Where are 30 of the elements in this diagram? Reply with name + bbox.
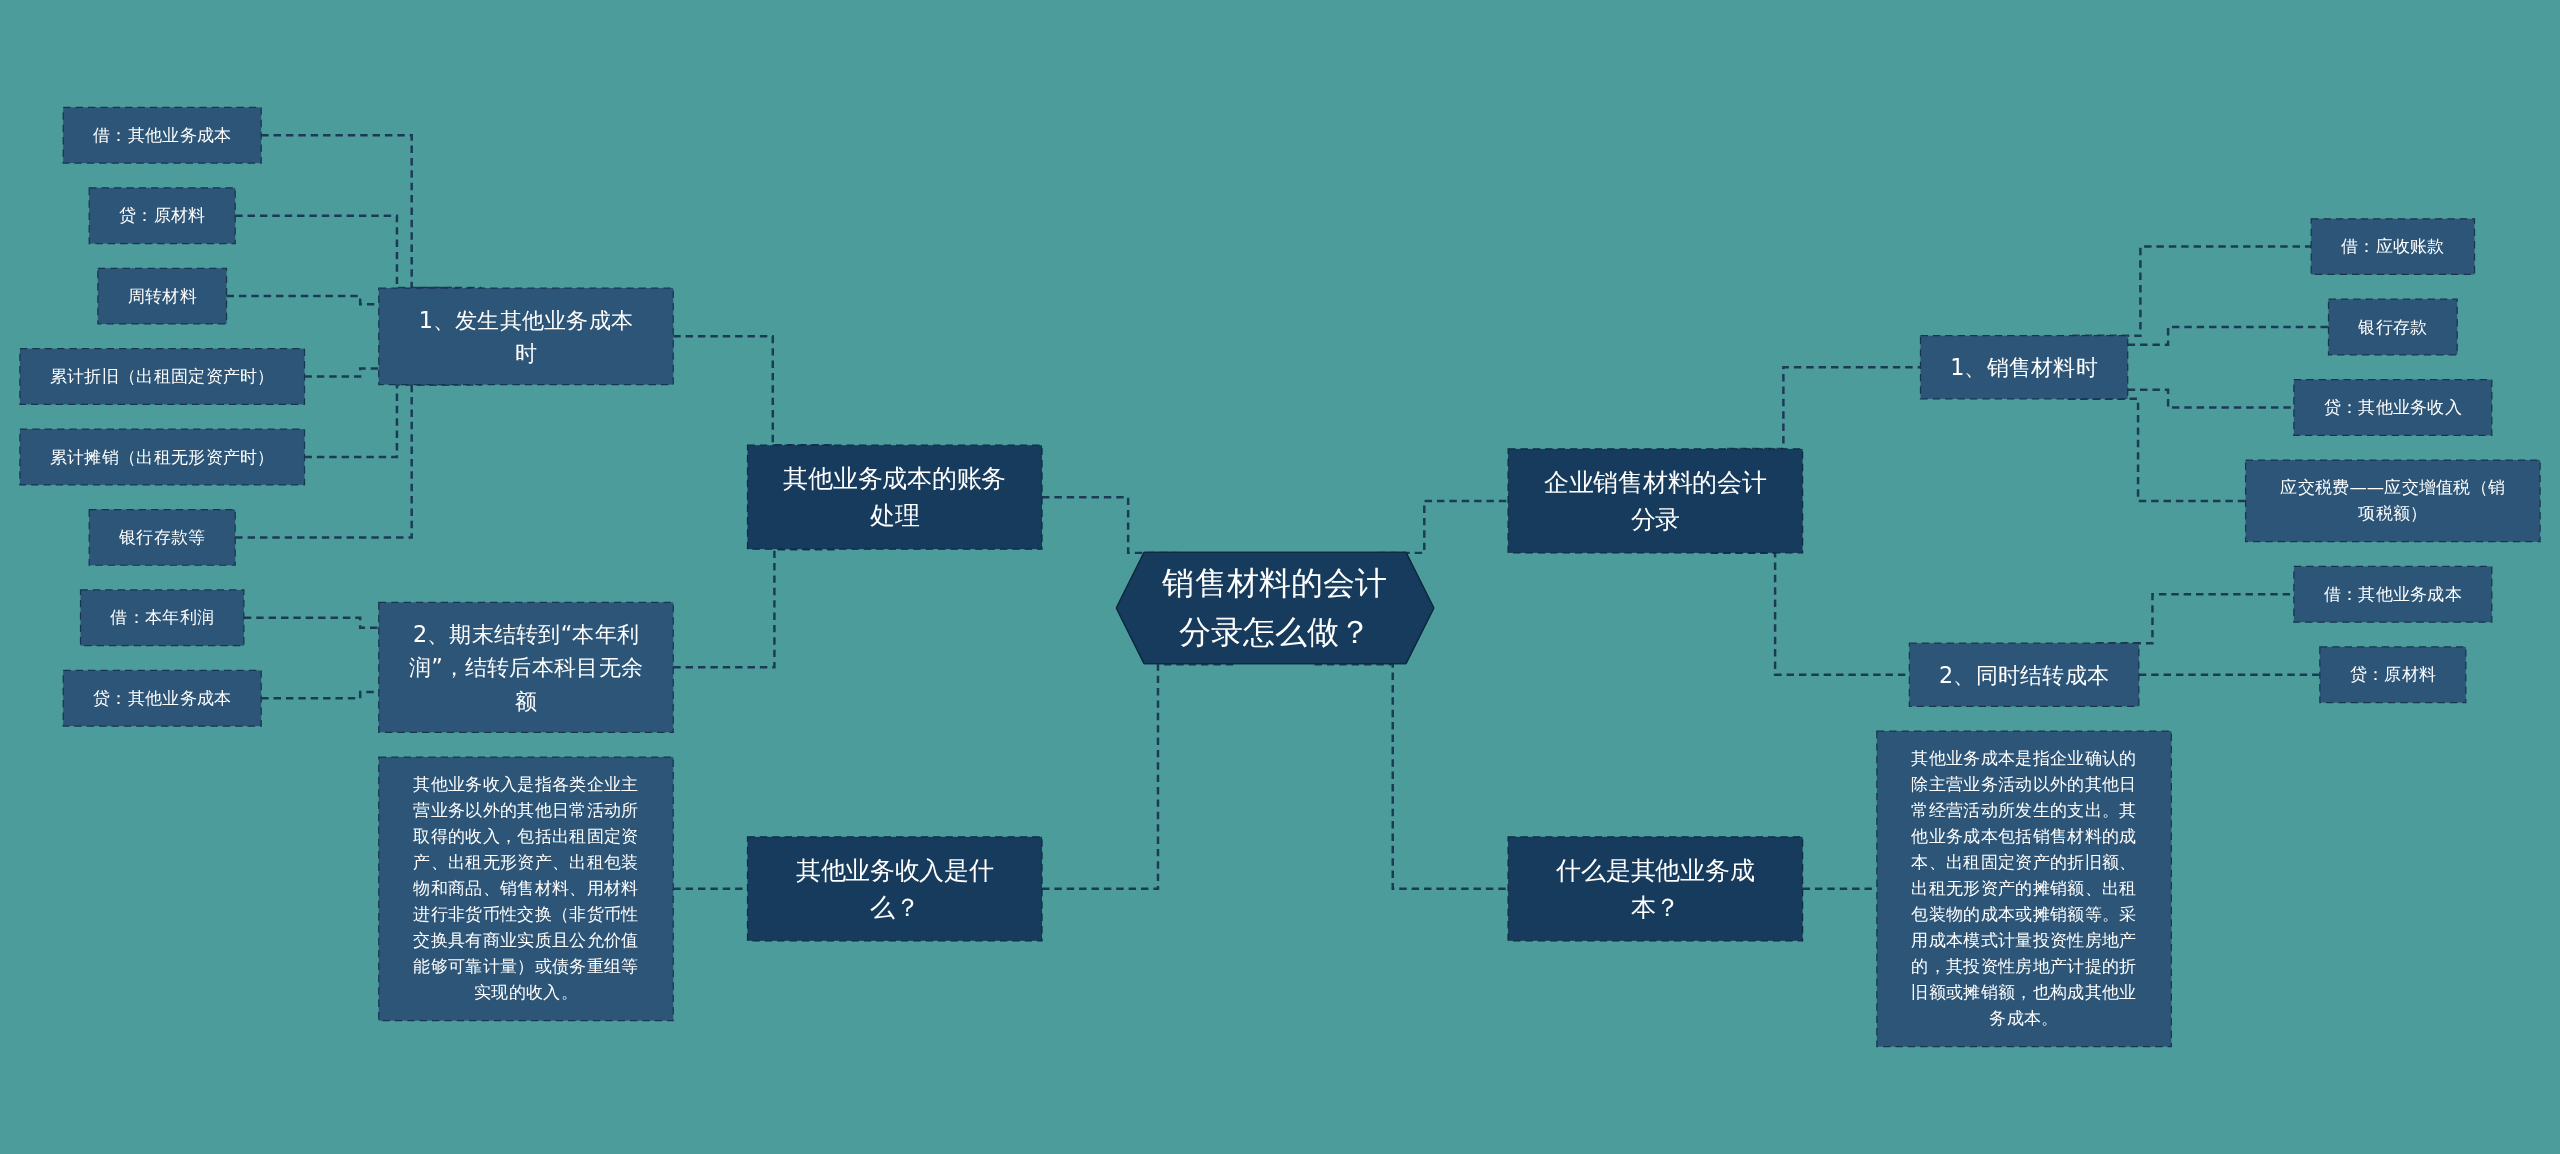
node-box: 应交税费——应交增值税（销项税额）: [2245, 459, 2541, 543]
node-box: 1、销售材料时: [1919, 335, 2129, 400]
node-box: 贷：原材料: [2319, 646, 2467, 704]
node-box: 贷：其他业务成本: [62, 669, 262, 727]
node-box: 借：本年利润: [79, 589, 245, 647]
node-box: 银行存款: [2327, 298, 2458, 356]
node-box: 2、同时结转成本: [1908, 642, 2140, 707]
node-box: 周转材料: [97, 267, 228, 325]
node-box: 其他业务收入是什么？: [746, 836, 1043, 942]
node-box: 贷：其他业务收入: [2293, 379, 2493, 436]
connector: [243, 616, 379, 630]
connector: [2127, 325, 2329, 346]
node-box: 累计折旧（出租固定资产时）: [19, 348, 306, 405]
node-box: 贷：原材料: [88, 187, 236, 245]
node-box: 借：其他业务成本: [62, 106, 262, 164]
connector: [2127, 388, 2294, 409]
node-box: 借：其他业务成本: [2293, 565, 2493, 623]
connector: [2138, 673, 2320, 676]
node-box: 2、期末结转到“本年利润”，结转后本科目无余额: [378, 601, 674, 733]
connector: [304, 367, 379, 378]
node-box: 其他业务收入是指各类企业主营业务以外的其他日常活动所取得的收入，包括出租固定资产、出租无形资产、出租包装物和商品、销售材料、用材料进行非货币性交换（非货币性交换具有商业实质且公允价值能够可靠计量）或债务重组等实现的收入。: [378, 756, 674, 1022]
node-box: 1、发生其他业务成本时: [378, 287, 674, 386]
node-box: 什么是其他业务成本？: [1507, 836, 1804, 942]
node-box: 银行存款等: [88, 508, 236, 566]
connector: [1314, 663, 1509, 891]
node-box: 其他业务成本的账务处理: [746, 444, 1043, 550]
node-box: 借：应收账款: [2310, 218, 2476, 276]
node-box: 企业销售材料的会计分录: [1507, 448, 1804, 554]
node-box: 累计摊销（出租无形资产时）: [19, 428, 306, 486]
node-box: 其他业务成本是指企业确认的除主营业务活动以外的其他日常经营活动所发生的支出。其他业务成本包括销售材料的成本、出租固定资产的折旧额、出租无形资产的摊销额、出租包装物的成本或摊销额等。采用成本模式计量投资性房地产的，其投资性房地产计提的折旧额或摊销额，也构成其他业务成本。: [1876, 730, 2172, 1048]
